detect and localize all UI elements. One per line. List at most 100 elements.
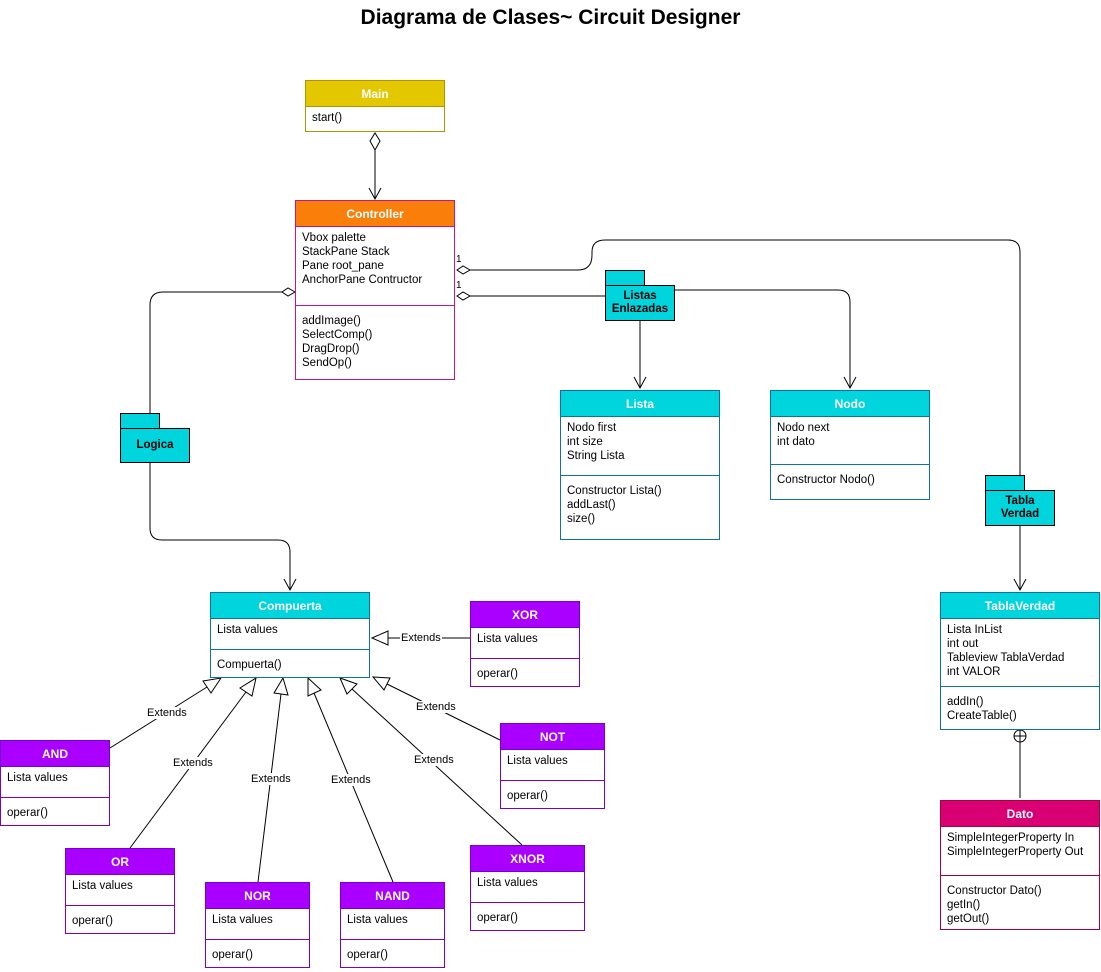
package-logica[interactable]: Logica <box>120 413 190 463</box>
attribute-list: Lista values <box>66 875 174 905</box>
nand-extends-line <box>313 692 394 883</box>
method-list: Compuerta() <box>211 649 369 676</box>
attribute: Lista values <box>7 772 68 784</box>
class-header: XNOR <box>471 846 584 872</box>
method: operar() <box>72 915 113 927</box>
class-nor[interactable]: NOR Lista values operar() <box>205 882 310 968</box>
attribute: Nodo next <box>777 422 830 434</box>
aggregation-diamond <box>456 291 472 301</box>
attribute: Lista InList <box>947 624 1002 636</box>
listas-nodo-link <box>675 289 851 388</box>
logica-compuerta-link <box>149 463 291 590</box>
extends-label-nand: Extends <box>330 774 372 786</box>
extends-label-not: Extends <box>415 701 457 713</box>
inheritance-arrow <box>370 630 389 646</box>
package-body: Logica <box>120 428 190 463</box>
attribute: Lista values <box>217 624 278 636</box>
arrowhead <box>1013 578 1027 592</box>
nor-extends-line <box>257 693 282 883</box>
class-header: Dato <box>941 801 1099 827</box>
attribute: Lista values <box>347 914 408 926</box>
method: Constructor Lista() <box>567 485 662 497</box>
inheritance-arrow <box>239 676 257 697</box>
method: DragDrop() <box>302 343 360 355</box>
attribute-list: Lista values <box>206 909 309 939</box>
method: start() <box>312 112 343 124</box>
aggregation-diamond <box>456 265 472 275</box>
class-xor[interactable]: XOR Lista values operar() <box>470 601 580 687</box>
inheritance-arrow <box>273 676 289 696</box>
multiplicity-controller-listas: 1 <box>456 280 462 291</box>
class-header: Lista <box>561 391 719 417</box>
class-dato[interactable]: Dato SimpleIntegerProperty In SimpleInte… <box>940 800 1100 930</box>
attribute: Lista values <box>477 633 538 645</box>
package-label: Logica <box>136 439 174 451</box>
class-header: Controller <box>296 201 454 227</box>
aggregation-diamond <box>281 287 297 297</box>
class-not[interactable]: NOT Lista values operar() <box>500 723 605 809</box>
attribute-list: Lista InList int out Tableview TablaVerd… <box>941 619 1099 686</box>
package-tab <box>605 270 645 286</box>
inheritance-arrow <box>202 677 223 694</box>
package-label: Tabla <box>1005 495 1035 507</box>
class-header: Nodo <box>771 391 929 417</box>
method-list: Constructor Lista() addLast() size() <box>561 475 719 530</box>
class-header: Compuerta <box>211 593 369 619</box>
attribute-list: Lista values <box>341 909 444 939</box>
class-tablaverdad[interactable]: TablaVerdad Lista InList int out Tablevi… <box>940 592 1100 730</box>
method-list: Constructor Dato() getIn() getOut() <box>941 875 1099 930</box>
attribute: Vbox palette <box>302 232 366 244</box>
class-header: Main <box>306 81 444 107</box>
class-lista[interactable]: Lista Nodo first int size String Lista C… <box>560 390 720 540</box>
class-header: AND <box>1 741 109 767</box>
inheritance-arrow <box>339 677 358 695</box>
package-label: Listas <box>623 290 657 302</box>
extends-label-and: Extends <box>146 707 188 719</box>
class-controller[interactable]: Controller Vbox palette StackPane Stack … <box>295 200 455 380</box>
attribute: Nodo first <box>567 422 617 434</box>
class-xnor[interactable]: XNOR Lista values operar() <box>470 845 585 931</box>
extends-label-xor: Extends <box>400 632 442 644</box>
class-and[interactable]: AND Lista values operar() <box>0 740 110 826</box>
attribute: int VALOR <box>947 666 1001 678</box>
class-nodo[interactable]: Nodo Nodo next int dato Constructor Nodo… <box>770 390 930 500</box>
class-compuerta[interactable]: Compuerta Lista values Compuerta() <box>210 592 370 678</box>
method: SelectComp() <box>302 329 373 341</box>
method: operar() <box>7 807 48 819</box>
attribute: SimpleIntegerProperty Out <box>947 846 1084 858</box>
arrowhead <box>633 376 647 390</box>
method: SendOp() <box>302 357 352 369</box>
attribute-list: Lista values <box>471 628 579 658</box>
attribute: Tableview TablaVerdad <box>947 652 1065 664</box>
method-list: operar() <box>206 939 309 966</box>
method-list: operar() <box>471 902 584 929</box>
method: CreateTable() <box>947 710 1017 722</box>
method-list: addImage() SelectComp() DragDrop() SendO… <box>296 305 454 374</box>
attribute-list: Vbox palette StackPane Stack Pane root_p… <box>296 227 454 305</box>
method-list: operar() <box>471 658 579 685</box>
controller-tabla-link <box>470 239 1021 475</box>
class-header: XOR <box>471 602 579 628</box>
method: Constructor Nodo() <box>777 474 875 486</box>
arrowhead <box>283 578 297 592</box>
package-tab <box>985 475 1025 491</box>
class-header: TablaVerdad <box>941 593 1099 619</box>
method: operar() <box>507 790 548 802</box>
class-nand[interactable]: NAND Lista values operar() <box>340 882 445 968</box>
class-or[interactable]: OR Lista values operar() <box>65 848 175 934</box>
method: addIn() <box>947 696 984 708</box>
class-main[interactable]: Main start() <box>305 80 445 132</box>
arrowhead <box>843 376 857 390</box>
method-list: operar() <box>1 797 109 824</box>
attribute: Lista values <box>477 877 538 889</box>
extends-label-xnor: Extends <box>413 754 455 766</box>
method: Constructor Dato() <box>947 885 1042 897</box>
attribute: int dato <box>777 436 815 448</box>
package-label: Verdad <box>1000 508 1040 520</box>
method: size() <box>567 513 596 525</box>
method: Compuerta() <box>217 659 282 671</box>
controller-logica-link <box>149 291 282 413</box>
xnor-extends-line <box>351 688 523 846</box>
